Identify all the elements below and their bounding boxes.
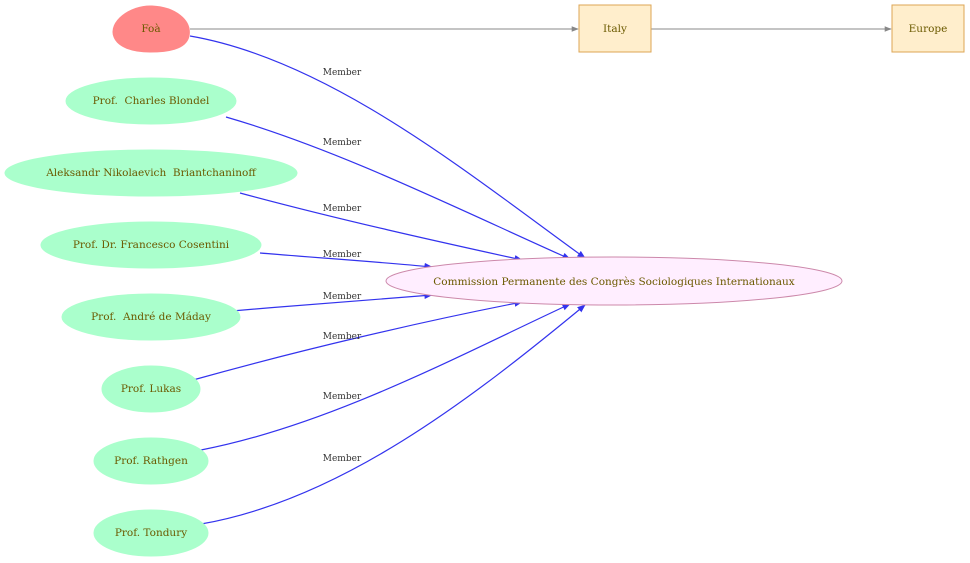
tondury-ellipse — [93, 509, 209, 557]
blondel-label: Prof. Charles Blondel — [93, 95, 210, 107]
cosentini-ellipse — [40, 221, 262, 269]
briantchaninoff-ellipse — [4, 149, 298, 197]
node-lukas[interactable]: Prof. Lukas — [101, 365, 201, 413]
cosentini-label: Prof. Dr. Francesco Cosentini — [73, 239, 230, 251]
commission-label: Commission Permanente des Congrès Sociol… — [433, 276, 795, 288]
edge-maday-commission — [231, 292, 433, 312]
edge-label-rathgen: Member — [323, 392, 362, 402]
maday-label: Prof. André de Máday — [91, 311, 211, 323]
italy-box — [578, 4, 652, 53]
node-europe[interactable]: Europe — [891, 4, 965, 53]
foa-label: Foà — [141, 23, 160, 35]
node-foa[interactable]: Foà — [112, 5, 190, 53]
foa-shape — [112, 5, 190, 53]
node-rathgen[interactable]: Prof. Rathgen — [93, 437, 209, 485]
node-maday[interactable]: Prof. André de Máday — [61, 293, 241, 341]
node-italy[interactable]: Italy — [578, 4, 652, 53]
europe-label: Europe — [909, 23, 948, 35]
lukas-ellipse — [101, 365, 201, 413]
edge-cosentini-commission — [259, 252, 433, 270]
edge-blondel-commission — [225, 116, 571, 260]
commission-ellipse — [385, 256, 843, 306]
edge-label-blondel: Member — [323, 138, 362, 148]
node-blondel[interactable]: Prof. Charles Blondel — [65, 77, 237, 125]
rathgen-ellipse — [93, 437, 209, 485]
edge-lukas-commission — [192, 300, 523, 381]
edge-foa-commission — [189, 35, 586, 259]
edge-label-briantchaninoff: Member — [323, 204, 362, 214]
node-briantchaninoff[interactable]: Aleksandr Nikolaevich Briantchaninoff — [4, 149, 298, 197]
edge-label-foa: Member — [323, 68, 362, 78]
node-cosentini[interactable]: Prof. Dr. Francesco Cosentini — [40, 221, 262, 269]
maday-ellipse — [61, 293, 241, 341]
italy-label: Italy — [603, 23, 627, 35]
edge-label-tondury: Member — [323, 454, 362, 464]
lukas-label: Prof. Lukas — [121, 383, 181, 395]
edge-label-lukas: Member — [323, 332, 362, 342]
edge-label-cosentini: Member — [323, 250, 362, 260]
edge-rathgen-commission — [200, 303, 571, 451]
blondel-ellipse — [65, 77, 237, 125]
edge-tondury-commission — [200, 304, 586, 525]
edge-briantchaninoff-commission — [239, 192, 523, 262]
edge-label-maday: Member — [323, 292, 362, 302]
briantchaninoff-label: Aleksandr Nikolaevich Briantchaninoff — [45, 167, 257, 179]
rathgen-label: Prof. Rathgen — [114, 455, 188, 467]
node-commission[interactable]: Commission Permanente des Congrès Sociol… — [385, 256, 843, 306]
node-tondury[interactable]: Prof. Tondury — [93, 509, 209, 557]
europe-box — [891, 4, 965, 53]
tondury-label: Prof. Tondury — [115, 527, 187, 539]
